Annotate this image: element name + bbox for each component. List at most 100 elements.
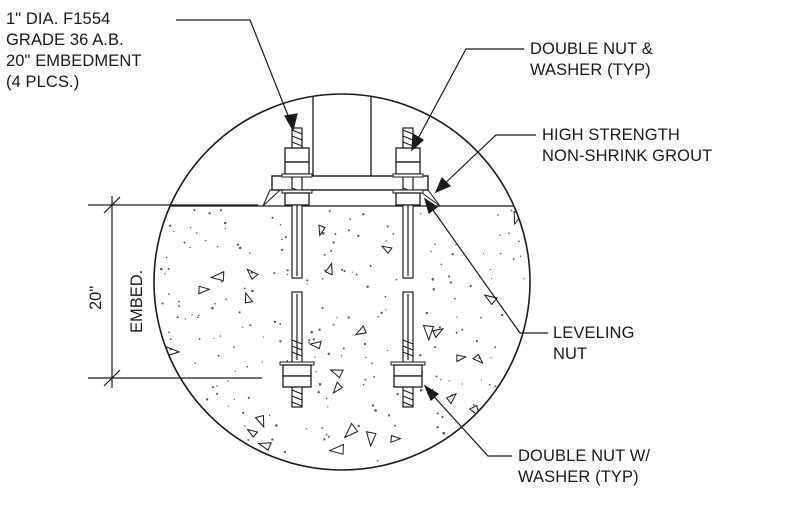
concrete-dot	[332, 323, 335, 326]
concrete-dot	[321, 232, 325, 235]
concrete-dot	[165, 256, 168, 259]
aggregate-triangle	[354, 324, 367, 336]
concrete-dot	[480, 316, 482, 319]
callout-anchor-bolt-line-3: 20" EMBEDMENT	[6, 52, 142, 70]
concrete-dot	[347, 316, 350, 319]
concrete-dot	[318, 383, 322, 386]
concrete-dot	[489, 268, 492, 271]
concrete-dot	[488, 383, 491, 386]
aggregate-triangle	[343, 422, 359, 439]
concrete-dot	[164, 273, 166, 275]
concrete-dot	[365, 356, 367, 359]
concrete-dot	[355, 273, 358, 276]
concrete-dot	[321, 307, 324, 310]
callout-leveling-nut: LEVELING NUT	[553, 323, 635, 365]
concrete-dot	[347, 229, 350, 232]
concrete-dot	[244, 425, 246, 427]
concrete-dot	[251, 289, 254, 293]
aggregate-triangle	[483, 294, 499, 306]
concrete-dot	[440, 379, 442, 381]
anchor-bolt-left	[279, 127, 315, 408]
concrete-dot	[490, 357, 492, 359]
concrete-dot	[449, 281, 452, 284]
concrete-dot	[342, 347, 345, 350]
concrete-dot	[362, 383, 365, 386]
callout-anchor-bolt-line-1: 1" DIA. F1554	[6, 10, 111, 28]
leader-grout	[439, 134, 536, 189]
concrete-dot	[325, 397, 328, 400]
concrete-dot	[475, 340, 479, 343]
callout-top-nut-line-2: WASHER (TYP)	[530, 61, 651, 79]
nut-top-1	[395, 147, 421, 163]
callout-leveling-nut-line-2: NUT	[553, 345, 588, 363]
concrete-dot	[273, 272, 276, 275]
concrete-dot	[371, 362, 373, 365]
aggregate-triangle	[246, 268, 260, 280]
leader-leveling-nut	[427, 202, 548, 334]
concrete-dot	[436, 412, 439, 415]
concrete-dot	[307, 341, 310, 344]
concrete-dot	[314, 356, 316, 359]
concrete-dot	[217, 354, 220, 357]
concrete-dot	[211, 386, 215, 389]
concrete-dot	[494, 385, 497, 388]
concrete-dot	[246, 365, 249, 368]
concrete-dot	[213, 337, 215, 340]
concrete-dot	[323, 438, 326, 441]
concrete-dot	[249, 252, 251, 254]
concrete-dot	[386, 349, 388, 352]
concrete-dot	[396, 393, 399, 396]
concrete-dot	[176, 316, 179, 319]
concrete-dot	[198, 314, 200, 317]
concrete-dot	[216, 245, 219, 248]
concrete-dot	[517, 240, 520, 243]
concrete-dot	[386, 225, 389, 228]
aggregate-triangle	[324, 262, 333, 276]
concrete-dot	[394, 424, 396, 427]
concrete-dot	[279, 224, 282, 226]
concrete-dot	[238, 311, 241, 314]
concrete-dot	[310, 330, 313, 334]
concrete-dot	[306, 428, 308, 430]
concrete-dot	[434, 243, 436, 246]
concrete-dot	[167, 267, 170, 270]
grout-wedge-left	[262, 189, 282, 207]
concrete-dot	[315, 371, 317, 373]
callout-grout: HIGH STRENGTH NON-SHRINK GROUT	[542, 125, 712, 167]
concrete-dot	[501, 313, 504, 317]
concrete-dot	[442, 431, 445, 435]
concrete-dot	[377, 316, 379, 318]
callout-leveling-nut-line-1: LEVELING	[553, 324, 635, 342]
concrete-dot	[216, 385, 218, 387]
concrete-dot	[440, 263, 443, 266]
concrete-dot	[243, 287, 246, 290]
dim-tick-top	[103, 196, 121, 214]
concrete-dot	[494, 346, 497, 349]
concrete-dot	[323, 269, 326, 272]
concrete-dot	[432, 288, 436, 291]
concrete-dot	[357, 234, 360, 237]
dim-tick-bottom	[103, 369, 121, 387]
concrete-dot	[312, 338, 315, 341]
concrete-dot	[349, 218, 352, 220]
arrow-anchor-bolt	[284, 113, 298, 132]
concrete-dot	[364, 378, 367, 381]
concrete-dot	[512, 258, 515, 261]
concrete-dot	[318, 328, 321, 331]
concrete-dot	[223, 221, 227, 225]
concrete-dot	[247, 396, 250, 399]
concrete-dot	[327, 406, 329, 408]
concrete-dot	[189, 246, 191, 249]
aggregate-triangle	[468, 404, 481, 418]
concrete-dot	[362, 213, 365, 216]
anchor-bolt-right	[390, 127, 426, 408]
nut-bottom-2	[282, 375, 312, 388]
concrete-dot	[261, 361, 263, 363]
callout-bottom-nut: DOUBLE NUT W/ WASHER (TYP)	[518, 446, 650, 488]
concrete-dot	[392, 232, 395, 235]
aggregate-triangle	[380, 245, 393, 254]
concrete-dot	[419, 354, 422, 357]
concrete-dot	[233, 346, 235, 349]
dimension-label: EMBED.	[128, 269, 146, 333]
concrete-dot	[430, 250, 432, 253]
